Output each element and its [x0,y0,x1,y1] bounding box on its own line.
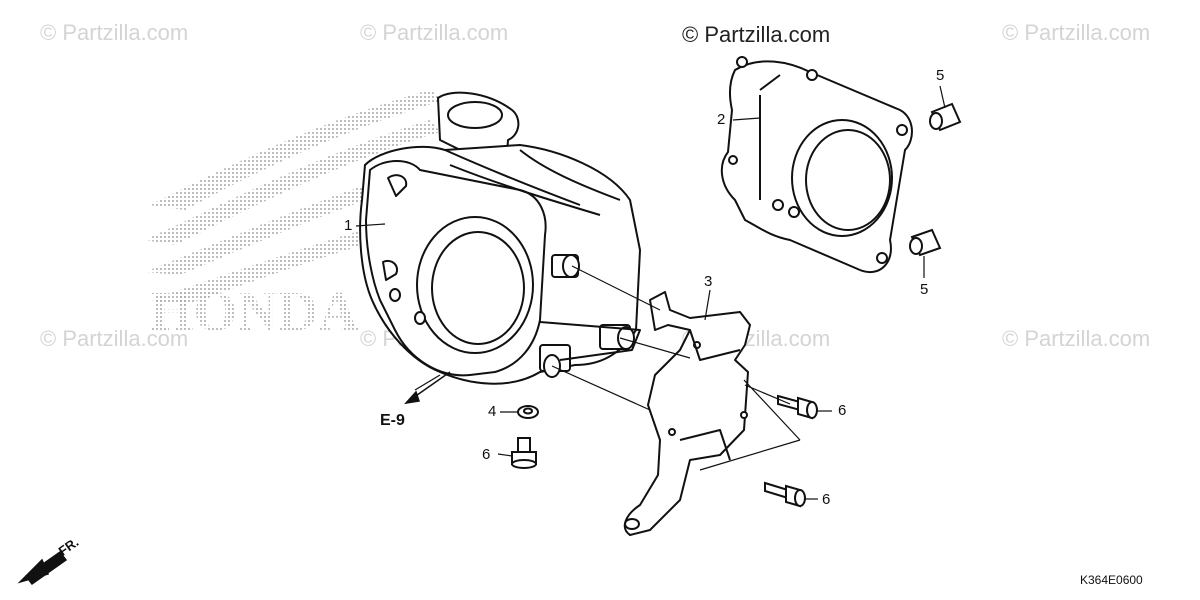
bolt-lower-right [764,481,806,508]
watermark: © Partzilla.com [1002,326,1151,351]
callout-gasket: 2 [717,111,726,128]
callout-bolt-lower-right: 6 [822,491,831,508]
callout-cylinder: 1 [344,217,353,234]
cylinder [359,91,641,385]
gasket [720,56,913,273]
reference-label: E-9 [380,412,405,429]
watermark: © Partzilla.com [360,20,509,45]
watermark: © Partzilla.com [40,20,189,45]
callout-washer: 4 [488,403,497,420]
wing-logo: HONDA [145,90,445,343]
callout-bolt-left: 6 [482,446,491,463]
watermark: © Partzilla.com [40,326,189,351]
front-arrow [17,550,68,586]
reference-arrow [404,371,451,405]
bolt-left [511,437,537,469]
callout-bracket: 3 [704,273,713,290]
watermark: © Partzilla.com [1002,20,1151,45]
callout-bolt-upper-right: 6 [838,402,847,419]
watermark-main: © Partzilla.com [682,22,831,47]
bolt-upper-right [777,394,818,420]
bracket [623,291,751,536]
leader-lines [355,85,946,500]
diagram-code: K364E0600 [1080,573,1143,587]
logo-text: HONDA [150,281,359,343]
callout-dowel-top: 5 [936,67,945,84]
dowel-pin-bottom [909,228,942,257]
washer [517,405,539,419]
callout-dowel-bottom: 5 [920,281,929,298]
dowel-pin-top [929,102,962,132]
